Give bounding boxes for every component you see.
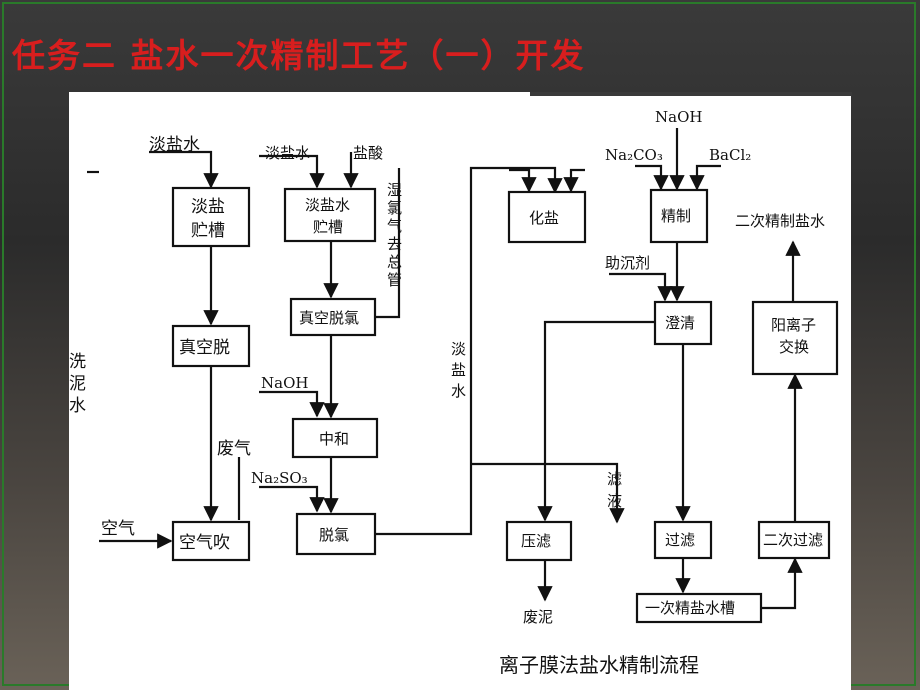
label-wet-cl-2: 氯 (387, 199, 402, 217)
label-mid-tank-2: 贮槽 (313, 218, 343, 236)
flow-line (149, 150, 219, 189)
flow-line (259, 390, 325, 418)
label-mid-feed-acid: 盐酸 (353, 144, 383, 162)
label-filtrate-1: 滤 (607, 470, 622, 488)
label-mid-feed-brine: 淡盐水 (265, 144, 310, 162)
label-dilute-v-3: 水 (451, 382, 466, 400)
label-cation-2: 交换 (779, 338, 809, 356)
flow-line (375, 166, 563, 536)
box-vacuum-left (171, 324, 251, 368)
label-waste-mud: 废泥 (523, 608, 553, 626)
panel-notch (530, 92, 852, 96)
label-vacuum-dechlor: 真空脱氯 (299, 309, 359, 327)
label-wash-mud-2: 泥 (69, 374, 86, 394)
label-filtrate-2: 液 (607, 492, 622, 510)
flow-line (471, 462, 625, 524)
label-wet-cl-6: 管 (387, 271, 402, 289)
box-dechlor (295, 512, 377, 556)
flow-line (509, 168, 537, 193)
flow-line (537, 320, 655, 522)
label-wash-mud-1: 洗 (69, 352, 86, 372)
label-naoh-top: NaOH (655, 108, 702, 126)
box-refine (649, 188, 709, 244)
label-press-filter: 压滤 (521, 532, 551, 550)
label-cation-1: 阳离子 (771, 316, 816, 334)
label-dechlor: 脱氯 (319, 526, 349, 544)
label-na2so3: Na₂SO₃ (251, 469, 308, 487)
slide-title: 任务二 盐水一次精制工艺（一）开发 (12, 36, 586, 75)
box-dilute-tank-left (171, 186, 251, 248)
box-air-strip (171, 520, 251, 562)
flow-line (375, 168, 401, 319)
label-refine: 精制 (661, 207, 691, 225)
box-filter (653, 520, 713, 560)
label-waste-gas: 废气 (217, 439, 251, 459)
flow-line (689, 164, 721, 191)
label-left-feed: 淡盐水 (149, 135, 200, 155)
label-primary-tank: 一次精盐水槽 (645, 599, 735, 617)
label-na2co3: Na₂CO₃ (605, 146, 663, 164)
box-dissolve (507, 190, 587, 244)
box-primary-tank (635, 592, 763, 624)
label-wet-cl-4: 去 (387, 235, 402, 253)
label-mid-naoh: NaOH (261, 374, 308, 392)
label-left-tank-2: 贮槽 (191, 221, 225, 241)
flow-line (259, 154, 325, 189)
label-secondary-filter: 二次过滤 (763, 531, 823, 549)
label-wet-cl-5: 总 (387, 253, 402, 271)
flow-line (635, 164, 669, 191)
flow-line (761, 557, 803, 610)
box-press-filter (505, 520, 573, 562)
diagram-caption: 离子膜法盐水精制流程 (499, 653, 699, 677)
process-flow-diagram: 淡盐水 淡盐 贮槽 真空脱 废气 空气吹 空气 洗 泥 水 淡盐水 盐酸 淡盐水… (69, 108, 839, 677)
label-dilute-v-2: 盐 (451, 361, 466, 379)
label-bacl2: BaCl₂ (709, 146, 751, 164)
label-left-vacuum: 真空脱 (179, 338, 230, 358)
label-flocculant: 助沉剂 (605, 254, 650, 272)
box-neutralize (291, 417, 379, 459)
label-clarify: 澄清 (665, 314, 695, 332)
flow-line (609, 272, 673, 302)
label-dilute-v-1: 淡 (451, 340, 466, 358)
label-secondary-brine: 二次精制盐水 (735, 212, 825, 230)
label-left-tank-1: 淡盐 (191, 197, 225, 217)
label-air-strip: 空气吹 (179, 533, 230, 553)
label-wash-mud-3: 水 (69, 396, 86, 416)
label-mid-tank-1: 淡盐水 (305, 196, 350, 214)
box-dilute-tank-mid (283, 187, 377, 243)
box-secondary-filter (757, 520, 831, 560)
label-wet-cl-1: 湿 (387, 181, 402, 199)
box-cation-exchange (751, 300, 839, 376)
label-air: 空气 (101, 519, 135, 539)
label-wet-cl-3: 气 (387, 217, 402, 235)
label-filter: 过滤 (665, 531, 695, 549)
label-neutralize: 中和 (319, 430, 349, 448)
flow-line (259, 485, 325, 513)
label-dissolve: 化盐 (529, 209, 559, 227)
flow-line (563, 168, 585, 193)
